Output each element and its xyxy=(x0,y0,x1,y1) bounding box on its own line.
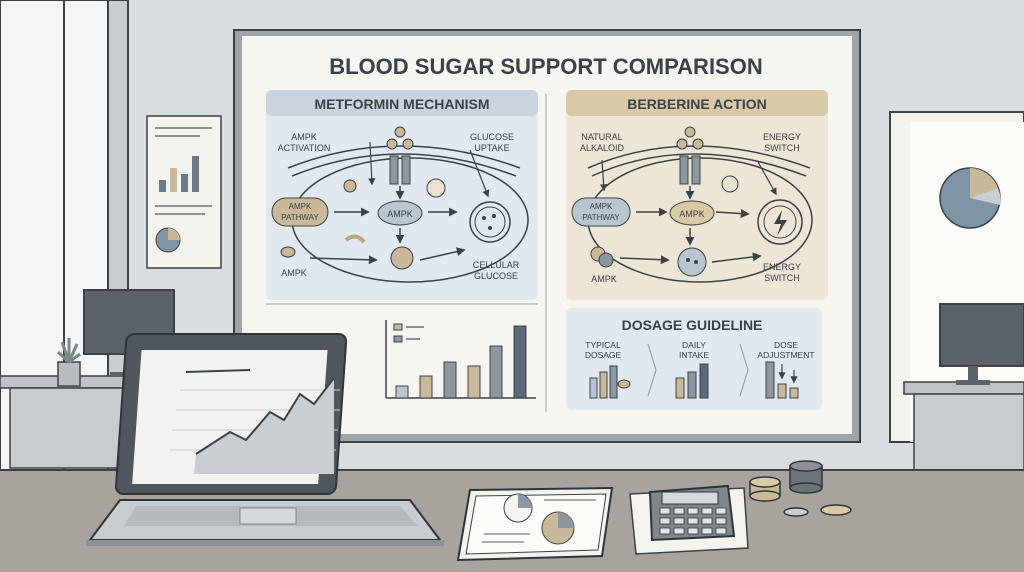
wall-poster-left xyxy=(146,115,222,269)
board-bar-chart xyxy=(385,320,536,399)
metformin-glucose-uptake-1: GLUCOSE xyxy=(470,132,514,142)
lightning-icon xyxy=(774,210,787,236)
berberine-ampk-bottom: AMPK xyxy=(591,274,617,284)
dosage-col-3-line1: DOSE xyxy=(774,340,798,350)
metformin-cellular-glucose-1: CELLULAR xyxy=(473,260,520,270)
coin-stacks xyxy=(749,460,852,517)
dosage-col-3-line2: ADJUSTMENT xyxy=(757,350,814,360)
dosage-col-2-line1: DAILY xyxy=(682,340,706,350)
notebook xyxy=(456,486,614,562)
laptop-line-graph xyxy=(195,377,335,455)
dosage-col-1-line2: DOSAGE xyxy=(585,350,622,360)
berberine-natural-alkaloid-1: NATURAL xyxy=(581,132,622,142)
plant-pot xyxy=(57,361,81,387)
dosage-panel: DOSAGE GUIDELINE TYPICAL DOSAGE DAILY IN… xyxy=(566,308,822,410)
metformin-ampk-activation-2: ACTIVATION xyxy=(278,143,331,153)
berberine-energy-switch-top-2: SWITCH xyxy=(764,143,800,153)
board-title: BLOOD SUGAR SUPPORT COMPARISON xyxy=(329,54,763,79)
right-desk xyxy=(903,303,1024,475)
berberine-energy-switch-top-1: ENERGY xyxy=(763,132,801,142)
laptop xyxy=(86,333,444,546)
metformin-ampk-center: AMPK xyxy=(387,209,413,219)
metformin-glucose-uptake-2: UPTAKE xyxy=(474,143,509,153)
dosage-col-1-line1: TYPICAL xyxy=(585,340,621,350)
berberine-panel: BERBERINE ACTION AMPK PATHWAY AMPK NATUR… xyxy=(566,90,828,300)
berberine-energy-switch-bottom-1: ENERGY xyxy=(763,262,801,272)
metformin-ampk-pathway-2: PATHWAY xyxy=(281,213,319,222)
metformin-ampk-pathway-1: AMPK xyxy=(289,202,312,211)
berberine-ampk-pathway-2: PATHWAY xyxy=(582,213,620,222)
metformin-cellular-glucose-2: GLUCOSE xyxy=(474,271,518,281)
metformin-header: METFORMIN MECHANISM xyxy=(315,96,490,112)
dosage-title: DOSAGE GUIDELINE xyxy=(622,317,763,333)
metformin-ampk-bottom: AMPK xyxy=(281,268,307,278)
berberine-ampk-center: AMPK xyxy=(679,209,705,219)
dosage-col-2-line2: INTAKE xyxy=(679,350,709,360)
berberine-energy-switch-bottom-2: SWITCH xyxy=(764,273,800,283)
calculator xyxy=(629,484,749,555)
berberine-header: BERBERINE ACTION xyxy=(627,96,767,112)
berberine-ampk-pathway-1: AMPK xyxy=(590,202,613,211)
berberine-natural-alkaloid-2: ALKALOID xyxy=(580,143,625,153)
metformin-panel: METFORMIN MECHANISM AMPK PATHWAY AMPK xyxy=(266,90,538,300)
plant-icon xyxy=(56,338,81,364)
metformin-ampk-activation-1: AMPK xyxy=(291,132,317,142)
